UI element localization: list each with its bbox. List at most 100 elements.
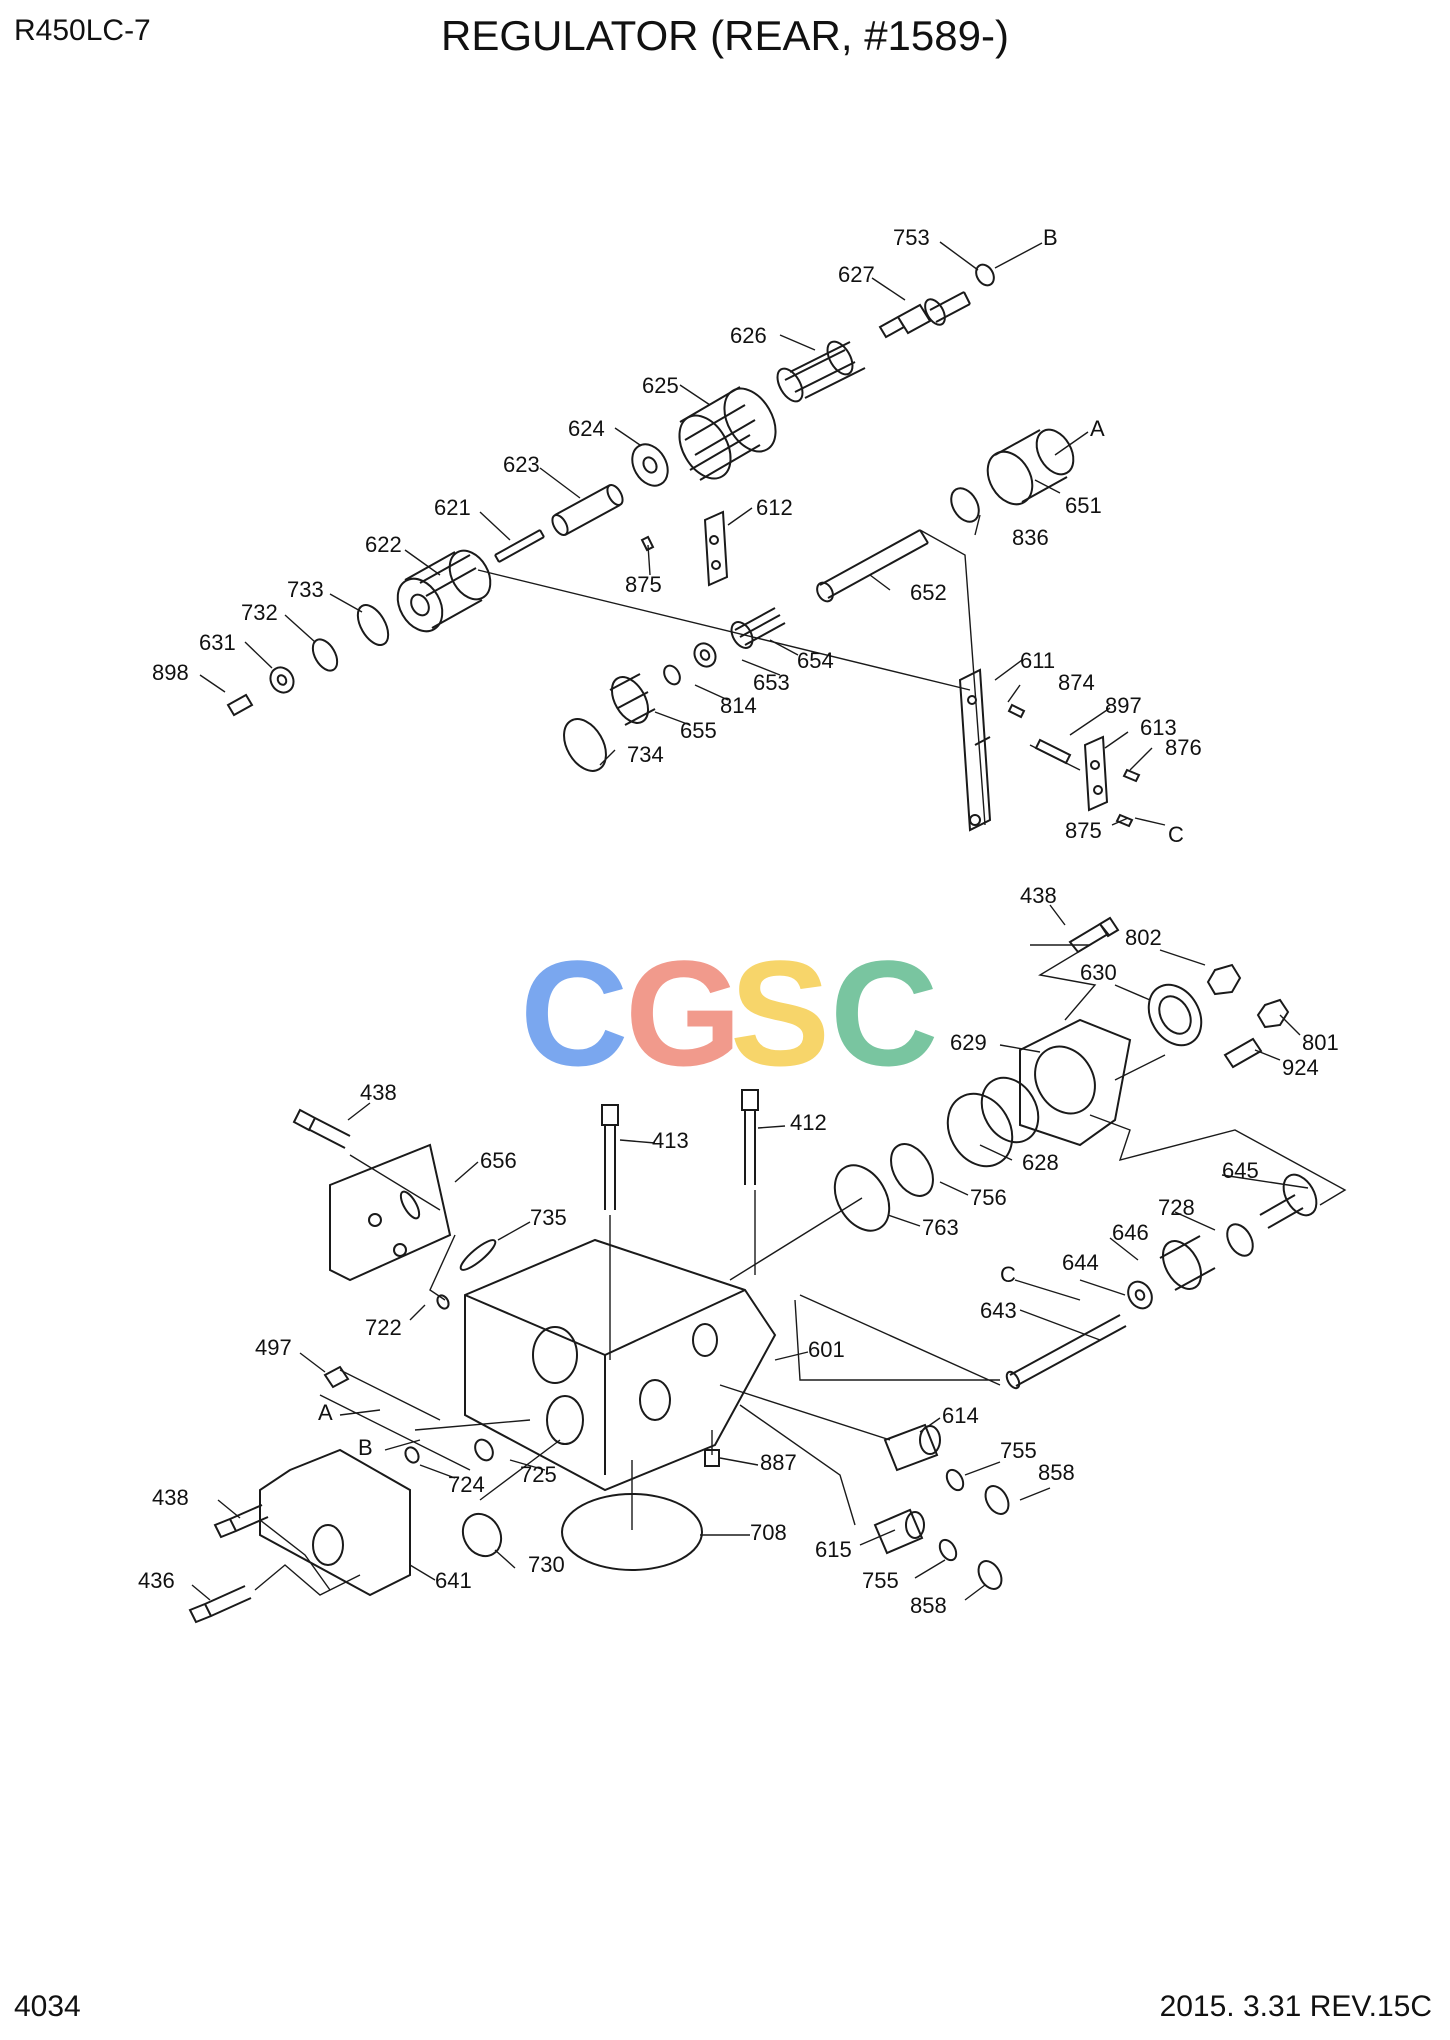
callout-876: 876 bbox=[1165, 735, 1202, 760]
callout-722: 722 bbox=[365, 1315, 402, 1340]
callout-612: 612 bbox=[756, 495, 793, 520]
callout-628: 628 bbox=[1022, 1150, 1059, 1175]
callout-801: 801 bbox=[1302, 1030, 1339, 1055]
part-613-lever bbox=[1083, 735, 1109, 812]
part-733-oring bbox=[356, 604, 390, 646]
callout-875-upper: 875 bbox=[625, 572, 662, 597]
part-438-bolt-left bbox=[292, 1108, 351, 1149]
page-number: 4034 bbox=[14, 1990, 81, 2023]
part-730-oring bbox=[461, 1512, 503, 1558]
part-438-bolt-lower bbox=[213, 1504, 269, 1539]
part-802-nut bbox=[1206, 963, 1242, 996]
part-887-pin bbox=[704, 1449, 720, 1467]
callout-898: 898 bbox=[152, 660, 189, 685]
part-898-pin bbox=[226, 693, 254, 717]
part-651-sleeve bbox=[986, 428, 1075, 506]
part-621-pin bbox=[494, 529, 545, 563]
part-652-spool bbox=[816, 529, 929, 603]
callout-645: 645 bbox=[1222, 1158, 1259, 1183]
part-875-pin-upper bbox=[640, 535, 655, 552]
callout-601: 601 bbox=[808, 1337, 845, 1362]
part-836-snap-ring bbox=[950, 487, 980, 523]
callout-656: 656 bbox=[480, 1148, 517, 1173]
part-629-cover bbox=[1019, 1018, 1132, 1147]
callout-724: 724 bbox=[448, 1472, 485, 1497]
part-897-pin bbox=[1034, 738, 1072, 765]
callout-755-lower: 755 bbox=[862, 1568, 899, 1593]
callout-A-lower: A bbox=[318, 1400, 333, 1425]
callout-625: 625 bbox=[642, 373, 679, 398]
callout-733: 733 bbox=[287, 577, 324, 602]
watermark-letter-3: S bbox=[730, 929, 830, 1097]
part-858-snap-ring-upper bbox=[984, 1485, 1010, 1515]
part-653-spring-seat bbox=[693, 642, 717, 668]
part-756-oring bbox=[890, 1143, 934, 1197]
callout-643: 643 bbox=[980, 1298, 1017, 1323]
callout-436: 436 bbox=[138, 1568, 175, 1593]
part-438-bolt-top bbox=[1068, 916, 1120, 954]
callout-858-upper: 858 bbox=[1038, 1460, 1075, 1485]
watermark-letter-1: C bbox=[520, 929, 628, 1097]
callout-C-lower: C bbox=[1000, 1262, 1016, 1287]
part-732-oring bbox=[311, 638, 339, 672]
part-643-pilot-piston bbox=[1005, 1314, 1127, 1390]
part-874-pin bbox=[1007, 703, 1026, 719]
callout-611: 611 bbox=[1020, 648, 1055, 673]
part-callouts: 753 B 627 626 625 624 A 623 651 621 612 … bbox=[138, 225, 1339, 1618]
callout-621: 621 bbox=[434, 495, 471, 520]
part-814-snap-ring bbox=[663, 664, 681, 686]
callout-630: 630 bbox=[1080, 960, 1117, 985]
part-753-oring bbox=[975, 263, 995, 287]
part-626-inner-spring bbox=[776, 340, 866, 403]
lower-alignment-lines bbox=[254, 944, 1347, 1596]
part-801-nut bbox=[1256, 998, 1290, 1029]
callout-725: 725 bbox=[520, 1462, 557, 1487]
part-624-spring-seat bbox=[631, 443, 669, 487]
part-722-oring bbox=[436, 1294, 450, 1310]
callout-438-left: 438 bbox=[360, 1080, 397, 1105]
callout-708: 708 bbox=[750, 1520, 787, 1545]
part-625-outer-spring bbox=[678, 386, 777, 481]
watermark-letter-2: G bbox=[625, 929, 742, 1097]
callout-629: 629 bbox=[950, 1030, 987, 1055]
part-655-spring bbox=[609, 673, 656, 726]
callout-A-upper: A bbox=[1090, 416, 1105, 441]
part-728-oring bbox=[1226, 1223, 1254, 1257]
callout-730: 730 bbox=[528, 1552, 565, 1577]
part-735-oring bbox=[459, 1239, 497, 1271]
callout-438-lower: 438 bbox=[152, 1485, 189, 1510]
callout-814: 814 bbox=[720, 693, 757, 718]
part-627-adjust-screw bbox=[878, 291, 971, 339]
part-623-spool bbox=[551, 484, 624, 536]
callout-644: 644 bbox=[1062, 1250, 1099, 1275]
callout-615: 615 bbox=[815, 1537, 852, 1562]
part-436-bolt bbox=[188, 1585, 252, 1624]
page-title: REGULATOR (REAR, #1589-) bbox=[441, 12, 1009, 59]
callout-613: 613 bbox=[1140, 715, 1177, 740]
callout-651: 651 bbox=[1065, 493, 1102, 518]
part-644-spring-seat bbox=[1127, 1280, 1153, 1310]
part-413-bolt bbox=[601, 1104, 619, 1210]
callout-622: 622 bbox=[365, 532, 402, 557]
callout-755-upper: 755 bbox=[1000, 1438, 1037, 1463]
callout-B-lower: B bbox=[358, 1435, 373, 1460]
revision-date: 2015. 3.31 REV.15C bbox=[1159, 1990, 1432, 2023]
part-601-casing bbox=[464, 1238, 777, 1492]
part-622-piston bbox=[396, 549, 492, 633]
watermark-letter-4: C bbox=[830, 929, 938, 1097]
callout-631: 631 bbox=[199, 630, 236, 655]
part-734-oring bbox=[563, 718, 607, 772]
part-612-lever bbox=[703, 510, 729, 587]
part-858-snap-ring-lower bbox=[977, 1560, 1003, 1590]
part-645-adjust-stem bbox=[1259, 1173, 1318, 1229]
callout-646: 646 bbox=[1112, 1220, 1149, 1245]
part-755-oring-upper bbox=[945, 1468, 965, 1492]
callout-734: 734 bbox=[627, 742, 664, 767]
callout-802: 802 bbox=[1125, 925, 1162, 950]
part-412-bolt bbox=[741, 1089, 759, 1185]
callout-413: 413 bbox=[652, 1128, 689, 1153]
callout-655: 655 bbox=[680, 718, 717, 743]
callout-654: 654 bbox=[797, 648, 834, 673]
callout-C-upper: C bbox=[1168, 822, 1184, 847]
